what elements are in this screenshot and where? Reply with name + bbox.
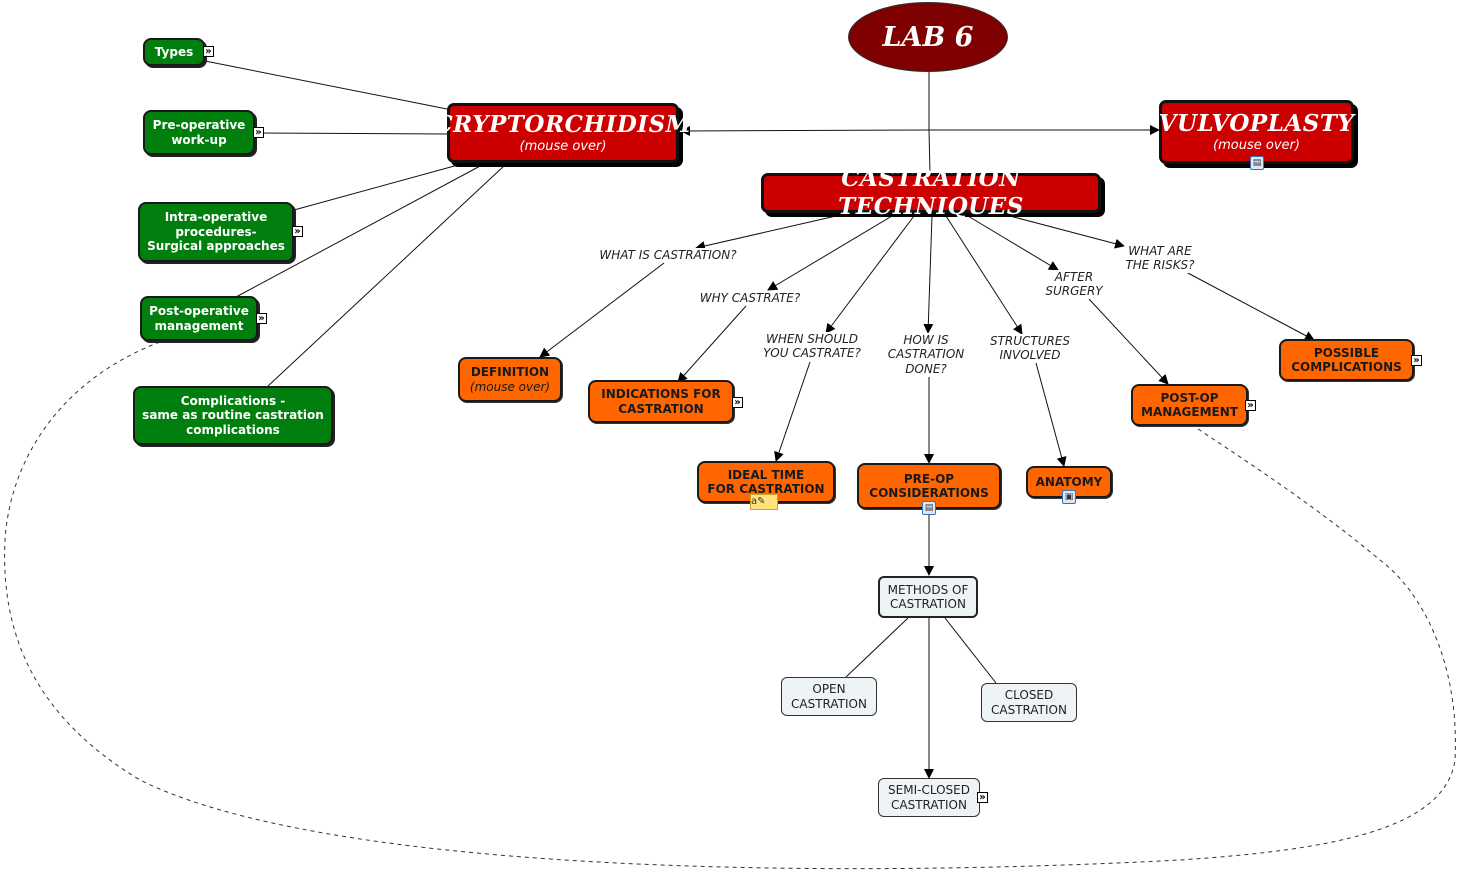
topic-vulvoplasty[interactable]: VULVOPLASTY (mouse over) bbox=[1159, 100, 1354, 164]
topic-title: CRYPTORCHIDISM bbox=[434, 111, 692, 139]
link-what-is-castration: WHAT IS CASTRATION? bbox=[598, 248, 738, 263]
expand-submap-icon[interactable]: » bbox=[1245, 400, 1256, 411]
expand-submap-icon[interactable]: » bbox=[203, 46, 214, 57]
cross-link-postop-dashed bbox=[4, 341, 1456, 870]
concept-label: Complications - same as routine castrati… bbox=[142, 393, 324, 437]
edge-why-indications bbox=[677, 305, 747, 383]
link-how-is-castration-done: HOW IS CASTRATION DONE? bbox=[886, 333, 966, 377]
concept-closed-castration[interactable]: CLOSED CASTRATION bbox=[981, 683, 1077, 722]
edge-whatis-definition bbox=[539, 262, 665, 358]
topic-castration-techniques[interactable]: CASTRATION TECHNIQUES bbox=[761, 165, 1101, 220]
topic-cryptorchidism[interactable]: CRYPTORCHIDISM (mouse over) bbox=[434, 103, 691, 163]
expand-submap-icon[interactable]: » bbox=[256, 313, 267, 324]
link-structures-involved: STRUCTURES INVOLVED bbox=[988, 334, 1072, 363]
concept-label: INDICATIONS FOR CASTRATION bbox=[601, 387, 721, 416]
concept-label: DEFINITION bbox=[470, 365, 550, 380]
concept-label: Pre-operative work-up bbox=[152, 118, 246, 147]
expand-submap-icon[interactable]: » bbox=[253, 127, 264, 138]
link-when-should-you-castrate: WHEN SHOULD YOU CASTRATE? bbox=[762, 332, 862, 361]
edge-cast-after bbox=[967, 215, 1059, 271]
edge-methods-open bbox=[845, 617, 909, 678]
link-why-castrate: WHY CASTRATE? bbox=[698, 291, 802, 306]
concept-open-castration[interactable]: OPEN CASTRATION bbox=[781, 677, 877, 716]
concept-pre-operative-workup[interactable]: Pre-operative work-up bbox=[143, 110, 255, 155]
link-after-surgery: AFTER SURGERY bbox=[1044, 270, 1104, 299]
expand-submap-icon[interactable]: » bbox=[977, 792, 988, 803]
concept-label: IDEAL TIME FOR CASTRATION bbox=[707, 467, 825, 496]
document-icon[interactable]: ▤ bbox=[1250, 156, 1264, 170]
expand-submap-icon[interactable]: » bbox=[292, 226, 303, 237]
concept-label: POST-OP MANAGEMENT bbox=[1141, 390, 1238, 419]
document-icon[interactable]: ▤ bbox=[922, 501, 936, 515]
edge-cast-structures bbox=[945, 215, 1023, 335]
topic-title: CASTRATION TECHNIQUES bbox=[838, 165, 1024, 220]
topic-title: VULVOPLASTY bbox=[1158, 110, 1355, 138]
edge-cast-when bbox=[825, 215, 915, 334]
concept-label: METHODS OF CASTRATION bbox=[887, 582, 969, 611]
topic-subtitle: (mouse over) bbox=[519, 139, 607, 154]
concept-label: Intra-operative procedures- Surgical app… bbox=[147, 210, 285, 254]
edge-cast-risks bbox=[1009, 215, 1125, 249]
expand-submap-icon[interactable]: » bbox=[1411, 355, 1422, 366]
edge-risks-complications bbox=[1185, 271, 1315, 341]
concept-label: PRE-OP CONSIDERATIONS bbox=[869, 471, 989, 500]
edge-hub-cryptorchidism bbox=[680, 125, 930, 136]
concept-label: ANATOMY bbox=[1035, 474, 1103, 489]
edge-structures-anatomy bbox=[1035, 362, 1067, 467]
concept-semi-closed-castration[interactable]: SEMI-CLOSED CASTRATION bbox=[878, 778, 980, 817]
concept-post-op-management[interactable]: POST-OP MANAGEMENT bbox=[1131, 384, 1248, 426]
concept-label: Post-operative management bbox=[149, 304, 249, 333]
expand-submap-icon[interactable]: » bbox=[732, 397, 743, 408]
edge-crypt-types bbox=[204, 60, 448, 110]
image-icon[interactable]: ▣ bbox=[1062, 490, 1076, 504]
edge-crypt-preop bbox=[255, 132, 448, 135]
concept-label: POSSIBLE COMPLICATIONS bbox=[1291, 345, 1402, 374]
concept-methods-of-castration[interactable]: METHODS OF CASTRATION bbox=[878, 576, 978, 618]
concept-intra-operative-procedures[interactable]: Intra-operative procedures- Surgical app… bbox=[138, 202, 294, 262]
concept-subtitle: (mouse over) bbox=[469, 379, 551, 394]
edge-after-postop bbox=[1088, 298, 1169, 385]
edge-hub-castration bbox=[928, 129, 931, 175]
concept-label: SEMI-CLOSED CASTRATION bbox=[888, 783, 970, 812]
concept-complications[interactable]: Complications - same as routine castrati… bbox=[133, 386, 333, 445]
link-what-are-the-risks: WHAT ARE THE RISKS? bbox=[1124, 244, 1196, 273]
concept-indications-for-castration[interactable]: INDICATIONS FOR CASTRATION bbox=[588, 380, 734, 423]
concept-label: CLOSED CASTRATION bbox=[991, 688, 1067, 717]
topic-subtitle: (mouse over) bbox=[1213, 138, 1300, 153]
concept-definition[interactable]: DEFINITION (mouse over) bbox=[458, 357, 562, 402]
concept-pre-op-considerations[interactable]: PRE-OP CONSIDERATIONS bbox=[857, 463, 1001, 509]
concept-types[interactable]: Types bbox=[143, 38, 205, 66]
concept-label: Types bbox=[154, 44, 194, 59]
root-node-lab6[interactable]: LAB 6 bbox=[848, 2, 1008, 72]
edge-crypt-intraop bbox=[293, 164, 459, 211]
edge-crypt-postop bbox=[235, 164, 483, 298]
concept-label: OPEN CASTRATION bbox=[791, 682, 867, 711]
edge-methods-closed bbox=[944, 617, 997, 684]
concept-possible-complications[interactable]: POSSIBLE COMPLICATIONS bbox=[1279, 339, 1414, 381]
edge-when-idealtime bbox=[774, 361, 811, 462]
edge-cast-whatis bbox=[695, 215, 837, 251]
edge-crypt-complications bbox=[267, 164, 506, 387]
concept-post-operative-management[interactable]: Post-operative management bbox=[140, 296, 258, 341]
root-label: LAB 6 bbox=[882, 21, 974, 53]
edge-cast-how bbox=[923, 215, 934, 334]
edge-cast-why bbox=[767, 215, 893, 291]
note-icon[interactable]: a✎ bbox=[750, 494, 778, 510]
